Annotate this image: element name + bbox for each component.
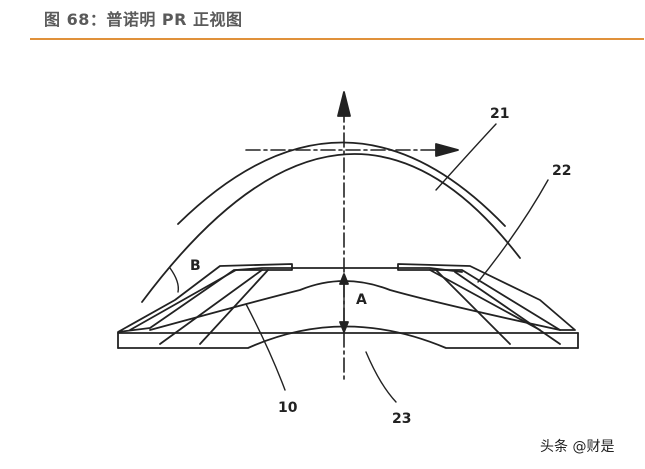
optic-hump [149,280,561,331]
label-21: 21 [490,106,509,122]
leader-22 [477,179,549,283]
left-haptic-1 [129,269,237,331]
label-23: 23 [392,411,411,427]
label-22: 22 [552,163,571,179]
horizontal-axis-arrow [435,143,459,157]
outer-arc-1 [177,141,506,227]
left-haptic-3 [199,269,269,345]
label-b: B [190,258,201,274]
watermark: 头条 @财是 [540,439,615,455]
dimension-a-arrow-bottom [339,321,349,333]
figure-caption: 图 68：普诺明 PR 正视图 [44,10,243,29]
angle-b-arc [169,267,180,293]
optic-top [235,267,463,273]
left-flange [117,263,293,333]
outer-arc-2 [141,153,521,303]
label-a: A [356,292,367,308]
leader-10 [245,303,286,391]
right-haptic-2 [435,269,511,345]
right-flange [397,263,576,331]
vertical-axis-arrow [337,91,351,117]
leader-21 [435,123,497,191]
right-haptic-3 [454,271,561,345]
right-haptic-1 [429,269,541,331]
label-10: 10 [278,400,298,416]
base-bottom [117,325,579,349]
dimension-a-arrow-top [339,273,349,285]
leader-23 [365,351,397,403]
left-haptic-2 [159,269,263,345]
caption-divider [30,38,644,40]
